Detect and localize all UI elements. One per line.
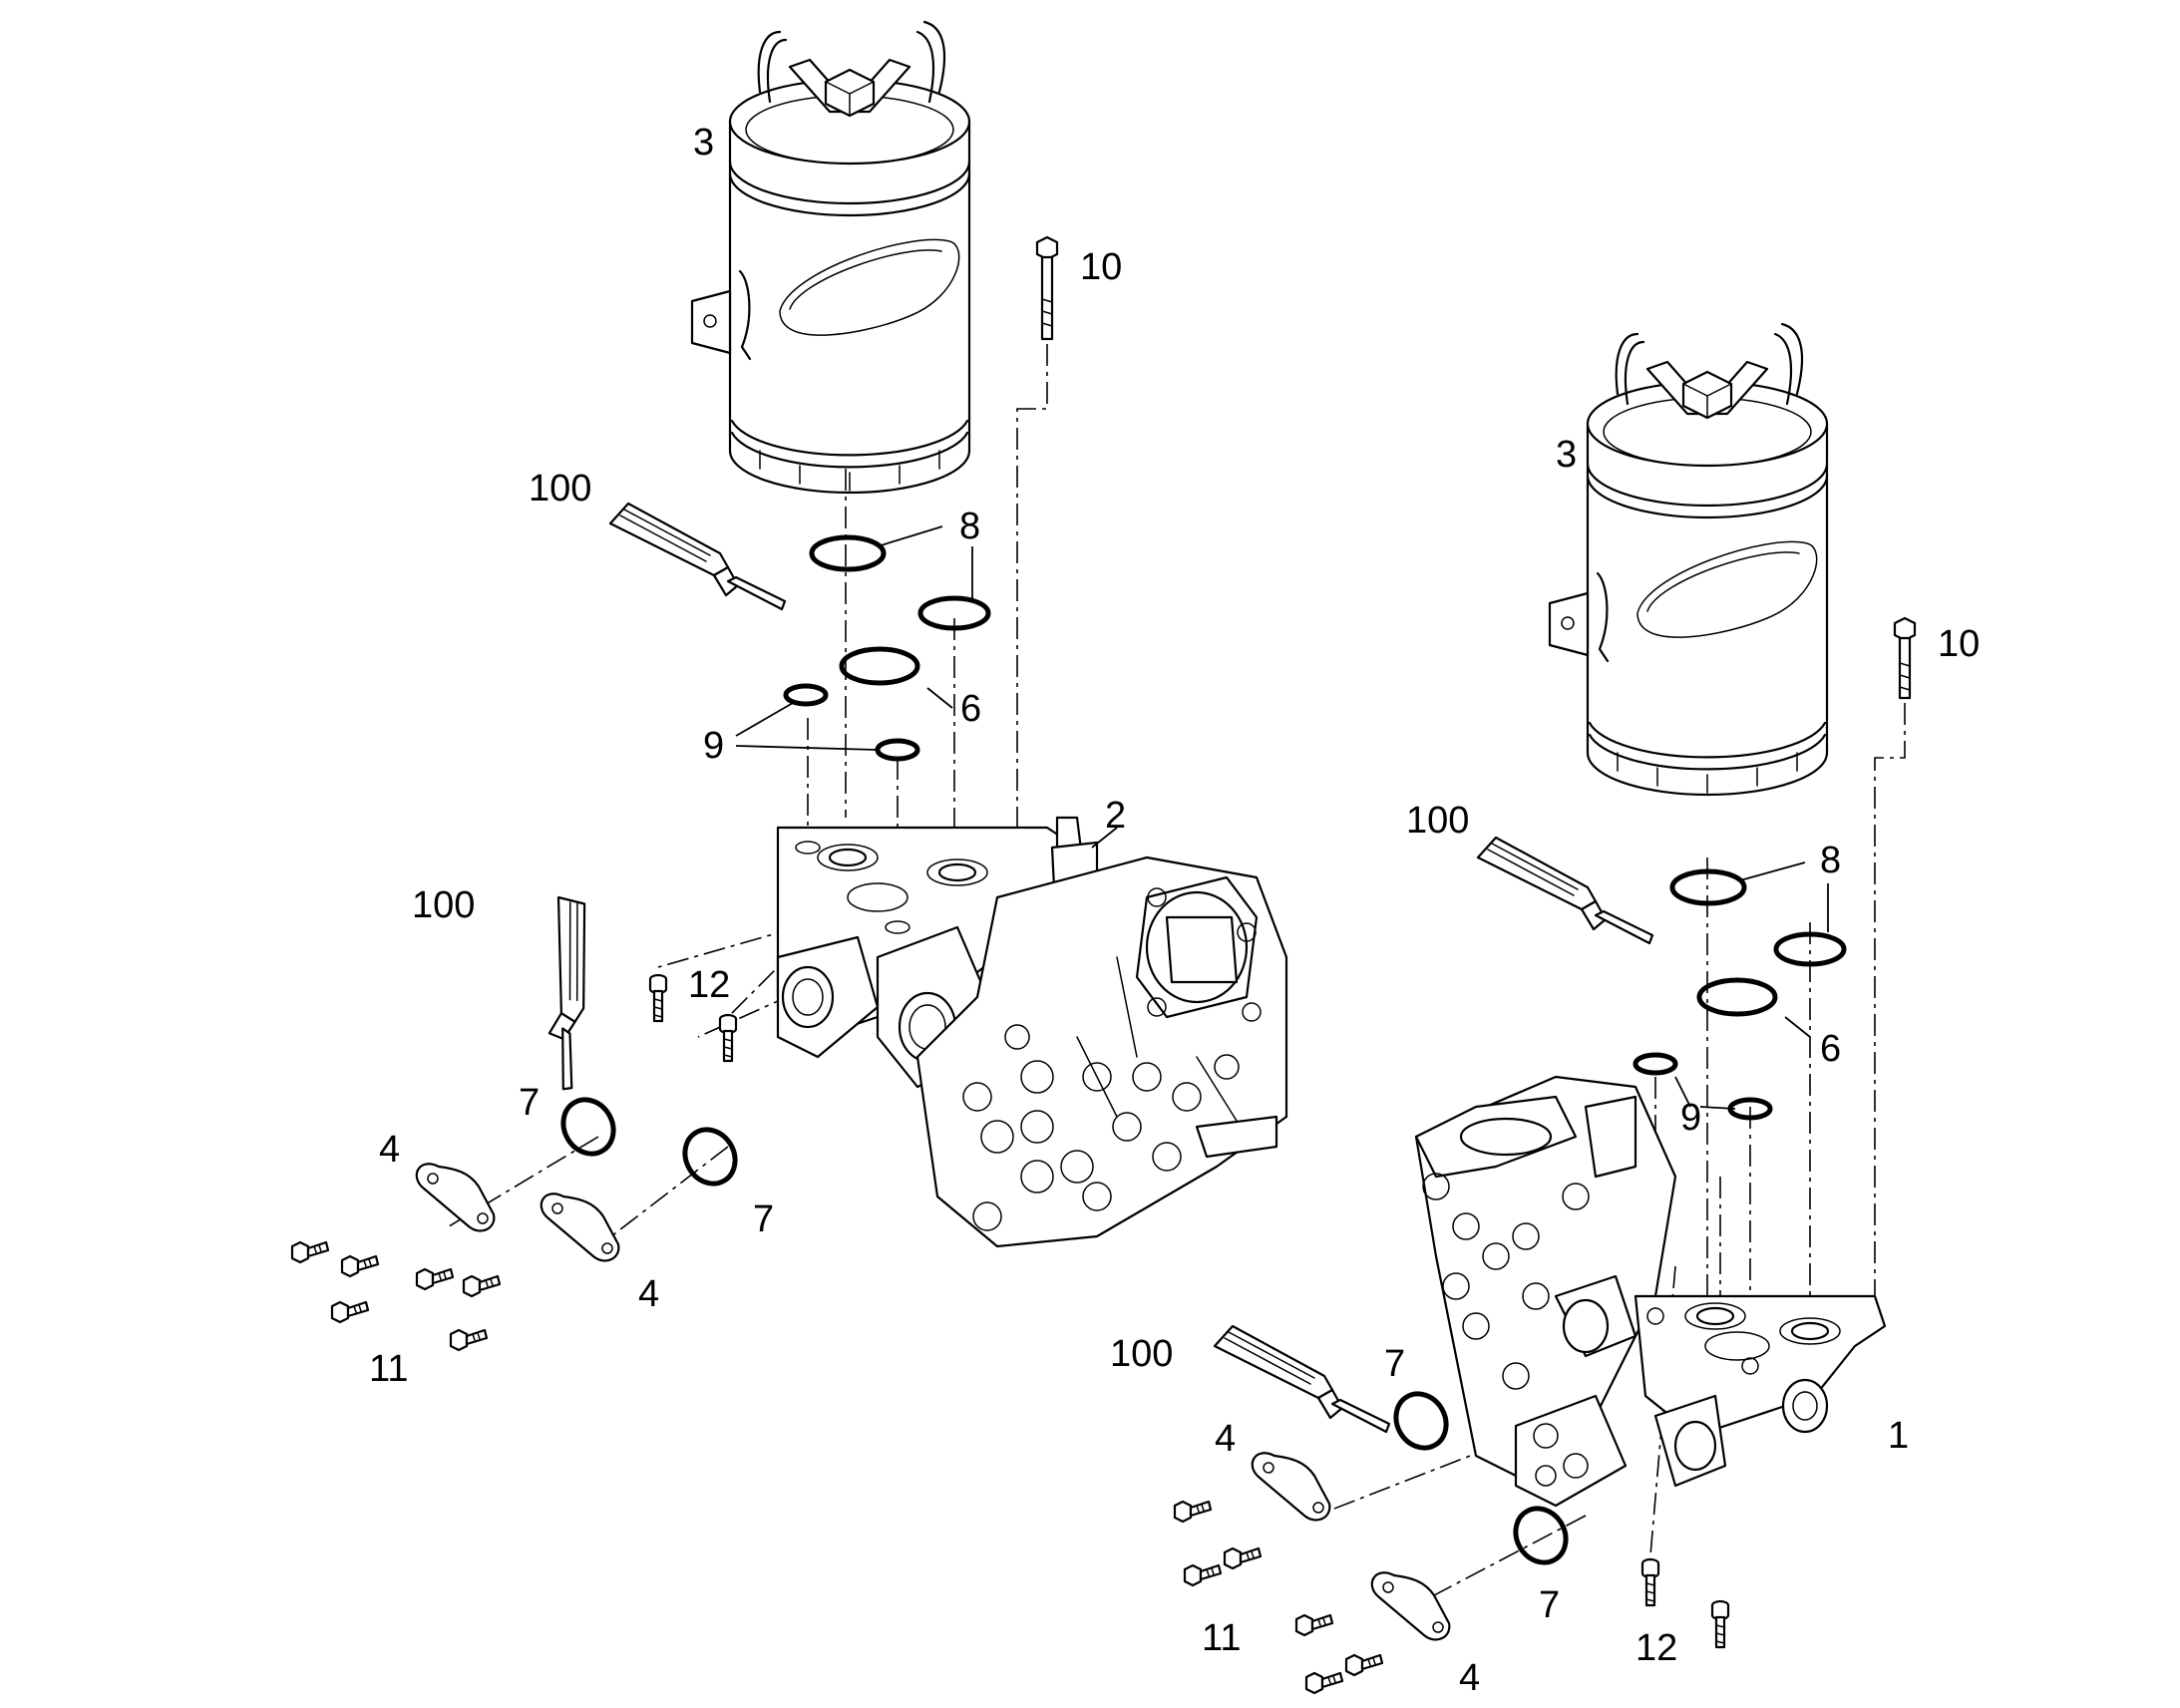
callout-left-oring-8: 8: [959, 506, 980, 547]
callout-left-tube-mid: 100: [412, 884, 475, 926]
callout-labels: 3 10 100 8 6 9 2 100 12 7 7 4 4 11 3 10 …: [369, 122, 1980, 1699]
callout-left-tube-top: 100: [529, 468, 591, 510]
callout-right-housing: 1: [1888, 1415, 1909, 1457]
callout-right-screw-12: 12: [1635, 1627, 1677, 1669]
callout-left-cover-4b: 4: [638, 1273, 659, 1315]
callout-right-oring-8: 8: [1820, 840, 1841, 881]
left-leader-lines: [735, 525, 1118, 849]
callout-left-bolt-11: 11: [369, 1348, 408, 1390]
right-oring-8b: [1773, 931, 1847, 967]
right-oring-8: [1669, 868, 1747, 906]
left-sealant-tube-top: [608, 502, 787, 611]
left-oring-9a: [783, 683, 829, 707]
right-oring-9a: [1633, 1052, 1678, 1076]
callout-right-oring-9: 9: [1680, 1097, 1701, 1139]
right-leader-lines: [1674, 861, 1829, 1110]
left-oring-6: [839, 646, 920, 686]
callout-left-screw-12: 12: [688, 964, 730, 1006]
right-sealant-tube-top: [1476, 836, 1654, 945]
callout-left-oring-6: 6: [960, 688, 981, 730]
right-cover-4a: [1251, 1452, 1331, 1522]
right-oring-6: [1696, 977, 1778, 1017]
left-oring-7a: [560, 1097, 616, 1157]
left-oring-8b: [917, 595, 991, 631]
right-screw-12b: [1710, 1599, 1730, 1649]
left-sealant-tube-mid: [481, 886, 659, 1093]
left-screw-12a: [648, 973, 668, 1023]
left-filter-canister: [690, 20, 971, 495]
callout-left-housing: 2: [1105, 795, 1126, 837]
callout-right-bolt-10: 10: [1938, 623, 1980, 665]
left-cover-4b: [540, 1193, 620, 1262]
callout-right-bolt-11: 11: [1202, 1617, 1241, 1659]
callout-right-tube-low: 100: [1110, 1333, 1173, 1375]
left-oring-8: [809, 534, 887, 572]
right-valve-housing: [1414, 1075, 1887, 1508]
callout-right-oring-7b: 7: [1539, 1584, 1560, 1626]
left-oring-7b: [682, 1127, 738, 1187]
left-top-bolt: [1035, 235, 1059, 341]
right-sealant-tube-low: [1213, 1324, 1391, 1434]
callout-left-oring-9: 9: [703, 725, 724, 767]
left-cover-4a: [415, 1163, 496, 1232]
right-assembly: [1173, 322, 1917, 1695]
right-bolts-11: [1173, 1500, 1384, 1695]
left-oring-9b: [875, 738, 920, 762]
right-screw-12a: [1640, 1557, 1660, 1607]
callout-left-filter: 3: [693, 122, 714, 164]
callout-right-filter: 3: [1556, 434, 1577, 476]
callout-right-cover-4a: 4: [1215, 1418, 1236, 1460]
callout-left-oring-7a: 7: [519, 1082, 540, 1124]
callout-right-cover-4b: 4: [1459, 1657, 1480, 1699]
left-screw-12b: [718, 1013, 738, 1063]
callout-left-bolt-10: 10: [1080, 246, 1122, 288]
callout-right-oring-7a: 7: [1384, 1343, 1405, 1385]
callout-left-oring-7b: 7: [753, 1198, 774, 1240]
right-oring-7b: [1513, 1506, 1569, 1565]
right-top-bolt: [1893, 616, 1917, 700]
callout-left-cover-4a: 4: [379, 1129, 400, 1171]
left-assembly: [290, 20, 1288, 1352]
left-valve-housing: [776, 816, 1288, 1248]
callout-right-oring-6: 6: [1820, 1028, 1841, 1070]
left-bolts-11: [290, 1240, 502, 1352]
right-cover-4b: [1370, 1571, 1451, 1641]
right-filter-canister: [1548, 322, 1829, 797]
callout-right-tube-top: 100: [1406, 800, 1469, 842]
right-oring-7a: [1393, 1391, 1449, 1451]
